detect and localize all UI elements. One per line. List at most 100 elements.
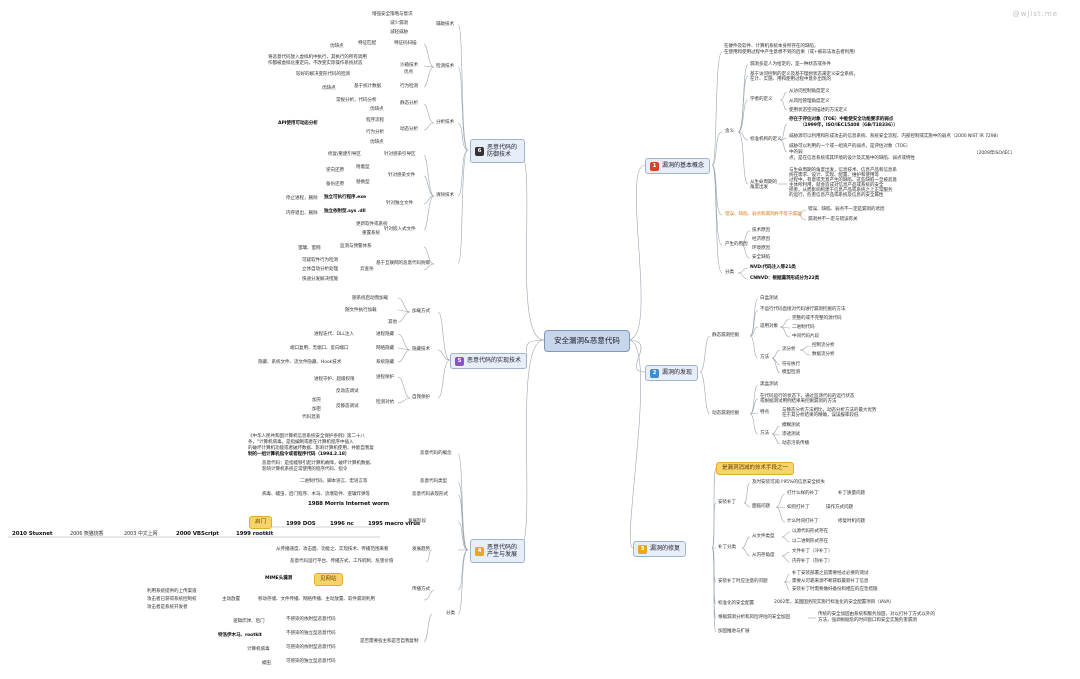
- node-text: 将恶意代码放入虚拟机中执行，其执行的所有调用: [268, 55, 367, 60]
- node-text: 常规分析，代码分析: [336, 98, 377, 103]
- node-text: 统在需求、设计、实现、配置、维护和使用等: [789, 173, 879, 178]
- node-text: 从风险管理角度定义: [789, 99, 830, 104]
- node-text: 修复时机问题: [838, 519, 865, 524]
- node-text: 完整的或不完整的源代码: [792, 316, 842, 321]
- callout-start: 启门: [249, 516, 273, 529]
- node-text: 逻辑炸弹、后门: [233, 619, 265, 624]
- node-text: 加固推进与扩展: [718, 629, 750, 634]
- node-text: 独立可执行程序.exe: [324, 195, 366, 200]
- node-text: 系统隐藏: [376, 360, 394, 365]
- branch-malware-origin[interactable]: 4 恶意代码的 产生与发展: [470, 539, 525, 563]
- node-text: 可疑软件行为检测: [302, 258, 338, 263]
- branch-vuln-concept[interactable]: 1 漏洞的基本概念: [645, 158, 711, 174]
- node-text: 或根据测试用例结果来挖掘漏洞的方法: [760, 399, 837, 404]
- node-text: 减少漏洞: [390, 21, 408, 26]
- node-text: 停止进程，删除: [286, 196, 318, 201]
- node-text: 标准化的安全配置: [718, 601, 754, 606]
- timeline-year: 1996 nc: [330, 521, 354, 527]
- node-text: 产生的原因: [725, 242, 748, 247]
- node-text: 从访问控制角度定义: [789, 89, 830, 94]
- branch-label: 漏洞的发现: [662, 369, 693, 376]
- node-text: 不运行代码直接对代码进行漏洞挖掘的方法: [760, 307, 846, 312]
- node-text: 及时安装可减少95%的信息安全损失: [752, 480, 825, 485]
- node-text: 修复/重建引导区: [328, 152, 361, 157]
- branch-vuln-fix[interactable]: 3 漏洞的修复: [633, 541, 687, 557]
- node-text: 传统的安全加固由系统和服务加固，对以打补丁方式以外的: [818, 612, 935, 617]
- node-text: 蠕虫: [262, 661, 271, 666]
- node-text: 优缺点: [322, 86, 336, 91]
- node-text: 威胁可以利用的一个或一组资产的弱点，是评估对象（TOE）: [789, 144, 911, 149]
- callout-see-site: 见网站: [314, 573, 343, 586]
- node-text: （2009年ISO/IEC）: [974, 151, 1015, 156]
- node-text: 分类: [446, 611, 455, 616]
- node-text: 存在于评估对象（TOE）中能使安全功能要求的弱点: [789, 117, 894, 122]
- node-text: 方法: [760, 355, 769, 360]
- watermark: @wjlst.me: [1012, 10, 1058, 18]
- node-text: 恶意代码运行平台、传播方式、工作机制、危害价值: [290, 559, 394, 564]
- node-text: 是否需要宿主和是否自我复制: [360, 639, 419, 644]
- node-text: 在计、实施、用和使用过程中意外出现的: [750, 77, 831, 82]
- node-text: 学者的定义: [750, 97, 773, 102]
- node-text: 二进制代码: [792, 325, 815, 330]
- node-text: 优点: [404, 70, 413, 75]
- node-text: 不感染的依附型恶意代码: [286, 617, 336, 622]
- node-text: 与静态分析方法相比，动态分析方法的最大优势: [782, 408, 877, 413]
- node-text: 补丁分类: [718, 545, 736, 550]
- node-text: 快速分发解决措施: [302, 277, 338, 282]
- node-text: 威胁源可以利用和形成攻击的信息系统、系统安全流程、内部控制或实施中的弱点（200…: [789, 134, 1001, 139]
- node-text: 攻击者是系统开发者: [147, 605, 188, 610]
- node-text: 条，"计算机病毒，是指编制或者在计算机程序中插入: [248, 440, 354, 445]
- node-text: 需要从可靠来源不断获取最新补丁信息: [792, 579, 869, 584]
- node-text: 基于互联网的恶意代码防御: [376, 261, 430, 266]
- branch-malware-tech[interactable]: 5 恶意代码的实现技术: [450, 353, 528, 369]
- node-text: 安装补丁时需要做好备份和相应的应急措施: [792, 587, 878, 592]
- node-text: 动态污染传播: [782, 441, 809, 446]
- node-text: 作都被虚拟化重定向，不改变实际操作系统状态: [268, 61, 363, 66]
- node-text: 技术原因: [752, 228, 770, 233]
- node-text: 错误、缺陷、弱点不一定是漏洞的诱因: [808, 207, 885, 212]
- node-text: 基于统计数据: [354, 84, 381, 89]
- branch-number: 2: [650, 368, 659, 378]
- node-text: 进程隐藏: [376, 332, 394, 337]
- node-text: API使用可动态分析: [278, 121, 318, 126]
- node-text: 模型检测: [782, 370, 800, 375]
- node-text: 的运行，危害信息产品或系统及信息的安全属性: [789, 193, 884, 198]
- node-text: 漏洞并不一定与错误有关: [808, 217, 858, 222]
- branch-vuln-discovery[interactable]: 2 漏洞的发现: [645, 365, 699, 381]
- node-text: 反动态调试: [336, 389, 359, 394]
- node-text: 使用状态空间描述的方法定义: [789, 108, 848, 113]
- center-topic[interactable]: 安全漏洞&恶意代码: [544, 330, 630, 352]
- node-text: 网络隐藏: [376, 346, 394, 351]
- node-text: 隐藏技术: [412, 347, 430, 352]
- node-text: 程序流程: [366, 118, 384, 123]
- node-text: 《中华人民共和国计算机信息系统安全保护条例》第二十八: [248, 434, 365, 439]
- node-text: 行为分析: [366, 130, 384, 135]
- node-text: 基于访问控制的定义及基于理想状态来定义安全系统，: [750, 72, 858, 77]
- timeline-year: 2010 Stuxnet: [12, 531, 53, 537]
- node-text: 检测对抗: [376, 400, 394, 405]
- timeline-year: 1999 DOS: [286, 521, 316, 527]
- branch-malware-defense[interactable]: 6 恶意代码的 防御技术: [470, 139, 525, 163]
- node-text: 加壳: [312, 398, 321, 403]
- node-text: 影响计算机系统正常使用的程序代码、指令: [262, 467, 348, 472]
- node-text: 进程迭代、DLL注入: [314, 332, 354, 337]
- node-text: 补丁质量问题: [838, 491, 865, 496]
- node-text: 静态分析: [400, 101, 418, 106]
- node-text: 从传播速度、攻击面、功能之、实现技术、传播范围来看: [276, 547, 389, 552]
- node-text: 以源代码形式存在: [792, 529, 828, 534]
- node-text: 针对感染引导区: [384, 152, 416, 157]
- node-text: 针对嵌入式文件: [384, 227, 416, 232]
- node-text: 方法，强调根据危的时间窗口和安全实施危害漏洞: [818, 618, 917, 623]
- node-text: 发展阶段: [408, 519, 426, 524]
- callout-patch-note: 是漏洞消减的技术手段之一: [716, 462, 795, 475]
- node-text: 优缺点: [330, 44, 344, 49]
- node-text: 符号执行: [782, 362, 800, 367]
- node-text: 什么时间打补丁: [787, 519, 819, 524]
- node-text: 主体所利用，就会造成对信息产品或系统的安全: [789, 183, 884, 188]
- node-text: 蜜罐、蜜网: [298, 246, 321, 251]
- node-text: 文件补丁（冷补丁）: [792, 549, 833, 554]
- node-text: 适用对象: [760, 324, 778, 329]
- node-text: 渗透测试: [782, 432, 800, 437]
- node-text: 经济原因: [752, 237, 770, 242]
